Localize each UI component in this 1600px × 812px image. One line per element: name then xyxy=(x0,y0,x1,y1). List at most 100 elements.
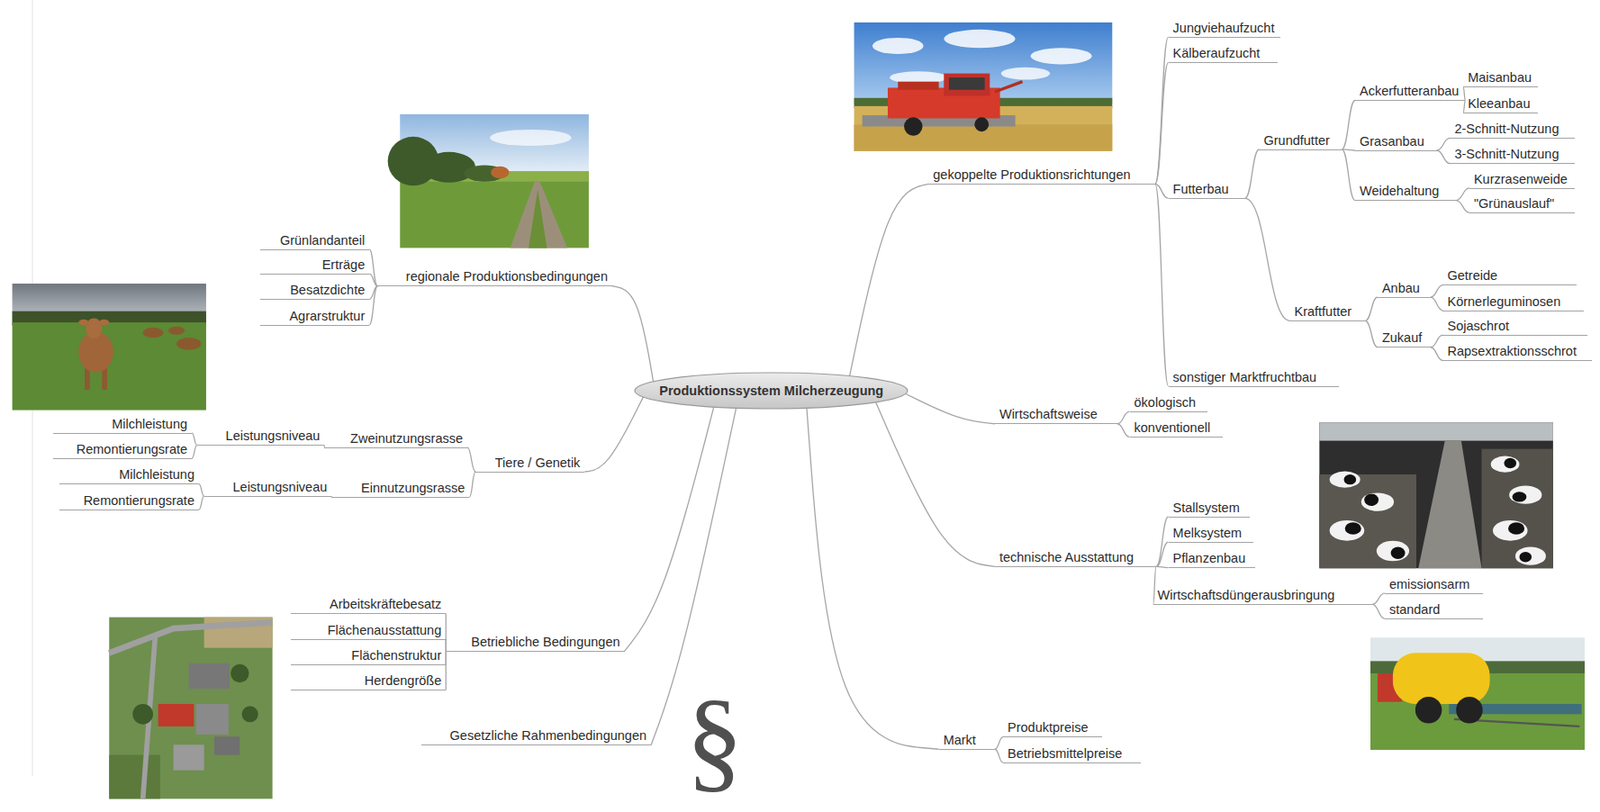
cow xyxy=(143,327,164,338)
topic-text: sonstiger Marktfruchtbau xyxy=(1173,370,1318,385)
branch-line xyxy=(369,249,378,287)
cow xyxy=(1329,471,1361,489)
topic-text: Einnutzungsrasse xyxy=(361,480,465,496)
branch-topic: technische Ausstattung xyxy=(994,549,1157,568)
aerial-farm-photo xyxy=(108,617,272,800)
branch-topic: Besatzdichte xyxy=(260,281,370,300)
branch-line xyxy=(1155,36,1169,184)
branch-line xyxy=(612,286,654,382)
branch-topic: Weidehaltung xyxy=(1355,182,1456,201)
topic-text: Arbeitskräftebesatz xyxy=(329,596,442,612)
branch-line xyxy=(1372,593,1385,605)
topic-text: Melksystem xyxy=(1173,525,1243,541)
topic-text: "Grünauslauf" xyxy=(1473,196,1555,211)
branch-line xyxy=(1341,149,1356,201)
wheel xyxy=(1415,696,1442,724)
topic-text: emissionsarm xyxy=(1389,577,1470,592)
branch-topic: Futterbau xyxy=(1168,180,1246,199)
branch-topic: regionale Produktionsbedingungen xyxy=(377,268,613,287)
branch-topic: Leistungsniveau xyxy=(204,479,333,498)
topic-text: Pflanzenbau xyxy=(1173,551,1247,566)
branch-line xyxy=(1372,604,1385,619)
branch-topic: Betriebsmittelpreise xyxy=(1003,745,1141,764)
branch-topic: Arbeitskräftebesatz xyxy=(290,596,446,615)
topic-text: Milchleistung xyxy=(118,467,195,482)
cloud xyxy=(489,129,572,146)
cow-ear xyxy=(78,319,89,326)
branch-topic: Flächenstruktur xyxy=(290,647,446,666)
branch-topic: standard xyxy=(1384,601,1483,620)
branch-line xyxy=(624,406,715,651)
topic-text: gekoppelte Produktionsrichtungen xyxy=(932,167,1130,182)
branch-line xyxy=(469,471,476,498)
cow xyxy=(1509,485,1542,504)
topic-text: Betriebsmittelpreise xyxy=(1007,746,1122,761)
topic-text: Produktpreise xyxy=(1007,720,1088,735)
cow xyxy=(1491,456,1520,473)
branch-topic: 2-Schnitt-Nutzung xyxy=(1449,120,1574,139)
topic-text: Besatzdichte xyxy=(289,282,365,298)
branch-topic: emissionsarm xyxy=(1384,576,1483,595)
branch-topic: Remontierungsrate xyxy=(53,441,192,460)
field-path-photo xyxy=(388,114,589,248)
topic-text: regionale Produktionsbedingungen xyxy=(406,269,608,284)
branch-topic: Produktpreise xyxy=(1003,719,1103,738)
branch-topic: Milchleistung xyxy=(59,466,199,485)
topic-text: Anbau xyxy=(1382,280,1420,296)
wheel xyxy=(974,117,989,132)
topic-text: Leistungsniveau xyxy=(233,479,328,495)
branch-line xyxy=(994,749,1004,763)
branch-topic: Tiere / Genetik xyxy=(475,454,585,473)
topic-text: Wirtschaftsdüngerausbringung xyxy=(1157,587,1336,603)
harvester-photo xyxy=(854,22,1113,152)
topic-text: Grünlandanteil xyxy=(280,233,365,248)
cow xyxy=(1515,546,1546,565)
cow xyxy=(1329,520,1365,542)
auger xyxy=(994,81,1023,92)
branch-line xyxy=(445,650,447,690)
branch-topic: Körnerleguminosen xyxy=(1442,293,1583,312)
branch-line xyxy=(198,496,205,510)
branch-line xyxy=(1364,320,1378,347)
branch-topic: Ackerfutteranbau xyxy=(1355,82,1465,101)
branch-line xyxy=(1155,63,1169,185)
barn xyxy=(1319,422,1554,569)
branch-topic: Kleeanbau xyxy=(1463,95,1538,114)
building xyxy=(196,704,229,735)
branch-line xyxy=(1153,566,1157,605)
cow xyxy=(1518,551,1532,562)
topic-text: Grundfutter xyxy=(1263,133,1329,148)
topic-text: technische Ausstattung xyxy=(999,550,1134,565)
aisle xyxy=(1418,441,1482,570)
topic-text: Zukauf xyxy=(1382,330,1422,345)
topic-text: Wirtschaftsweise xyxy=(999,406,1098,422)
branch-topic: Milchleistung xyxy=(53,415,192,434)
branch-line xyxy=(1155,183,1169,386)
cow-photo xyxy=(12,283,207,411)
branch-topic: Grundfutter xyxy=(1258,132,1342,151)
branch-line xyxy=(1364,297,1378,321)
branch-topic: Maisanbau xyxy=(1463,69,1538,88)
branch-topic: Einnutzungsrasse xyxy=(331,479,470,498)
topic-text: 3-Schnitt-Nutzung xyxy=(1454,146,1559,162)
branch-topic: Herdengröße xyxy=(290,672,446,691)
tank xyxy=(1392,652,1491,705)
branch-topic: Agrarstruktur xyxy=(260,307,370,326)
field xyxy=(108,755,161,800)
branch-topic: Getreide xyxy=(1442,267,1576,286)
topic-text: Getreide xyxy=(1446,268,1498,283)
topic-text: 2-Schnitt-Nutzung xyxy=(1454,121,1559,136)
topic-text: Kleeanbau xyxy=(1467,96,1530,111)
cloud xyxy=(943,29,1015,48)
branch-topic: Remontierungsrate xyxy=(59,492,199,511)
topic-ellipse-outline xyxy=(634,372,908,409)
topic-text: Kälberaufzucht xyxy=(1173,45,1261,61)
topic-text: Tiere / Genetik xyxy=(495,455,581,471)
cow-ear xyxy=(99,319,109,326)
branch-topic: Grasanbau xyxy=(1355,133,1438,152)
ground xyxy=(108,617,272,800)
branch-line xyxy=(994,737,1004,751)
building xyxy=(173,744,205,770)
slurry-tanker-photo xyxy=(1370,637,1585,751)
